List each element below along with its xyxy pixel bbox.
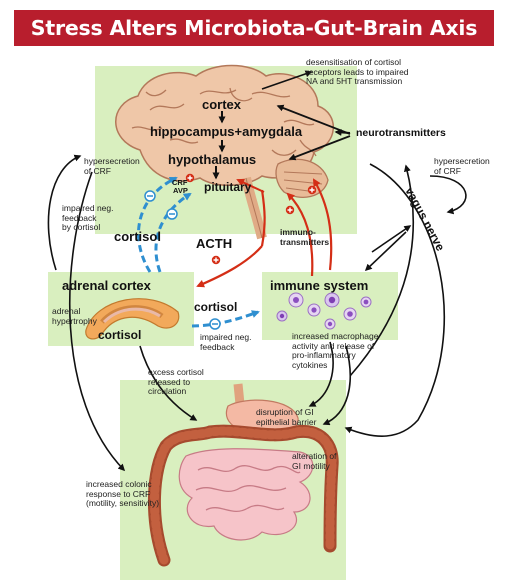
hypothalamus-label: hypothalamus xyxy=(168,152,256,167)
cortisol-left-label: cortisol xyxy=(114,229,161,244)
immune-system-label: immune system xyxy=(270,278,368,293)
vagus-nerve-label: vagus nerve xyxy=(402,185,447,254)
cortisol-gland-label: cortisol xyxy=(98,328,141,342)
cortisol-middle-label: cortisol xyxy=(194,300,237,314)
acth-label: ACTH xyxy=(196,236,232,251)
arrow-hypersecretion-right xyxy=(430,176,466,212)
arrow-vagus-to-immune xyxy=(366,232,406,270)
arrow-vagus-to-gut xyxy=(346,164,444,436)
pituitary-label: pituitary xyxy=(204,180,251,194)
adrenal-cortex-label: adrenal cortex xyxy=(62,278,151,293)
red-arrow-acth-to-adrenal xyxy=(198,246,262,286)
hippocampus-amygdala-label: hippocampus+amygdala xyxy=(150,124,302,139)
immunotransmitters-text: immuno-transmitters xyxy=(280,228,329,247)
immune-cells-illustration xyxy=(277,293,371,329)
impaired-feedback-mid-text: impaired neg.feedback xyxy=(200,333,252,352)
blue-feedback-immune xyxy=(192,312,258,326)
arrow-vagus-up xyxy=(372,226,410,252)
blue-feedback-inner xyxy=(156,194,190,272)
neurotransmitters-label: neurotransmitters xyxy=(356,127,446,139)
avp-label: AVP xyxy=(173,186,188,195)
red-arrow-pituitary-acth xyxy=(262,190,265,246)
cortex-label: cortex xyxy=(202,97,241,112)
